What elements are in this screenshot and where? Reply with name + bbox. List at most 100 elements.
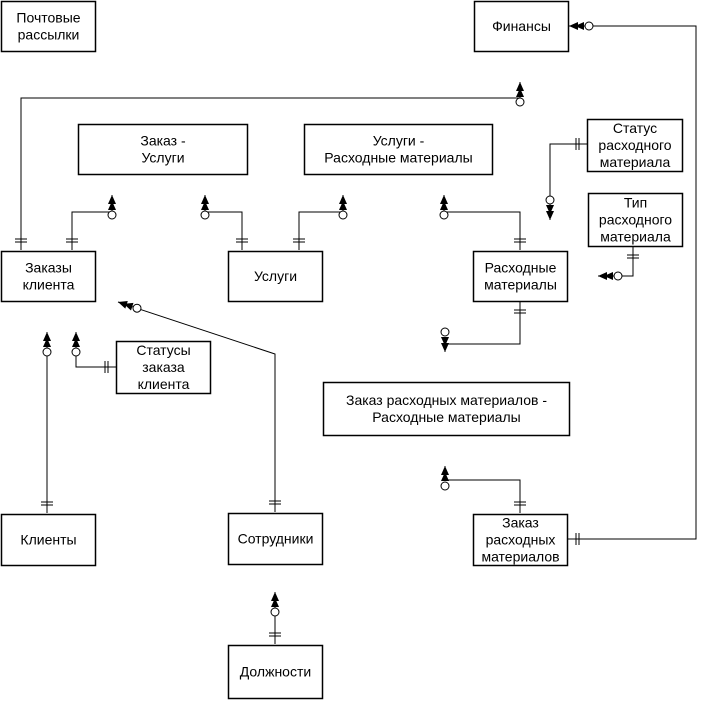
entity-positions: Должности: [227, 644, 324, 700]
cardinality-arrow: [441, 343, 449, 352]
entity-box: [586, 118, 684, 173]
entity-box: [472, 513, 569, 567]
relationship-material-order-items-materials: [440, 302, 526, 352]
entity-box: [0, 0, 97, 53]
cardinality-arrow: [201, 195, 209, 204]
cardinality-arrow: [569, 22, 578, 30]
entity-label: Заказ: [502, 515, 539, 531]
cardinality-arrow: [118, 300, 128, 309]
relationship-order-services-client-orders: [66, 195, 117, 250]
relationship-line: [568, 25, 697, 540]
relationship-line: [549, 143, 587, 220]
cardinality-arrow: [43, 332, 51, 341]
entity-label: Услуги: [141, 150, 184, 166]
entity-box: [473, 0, 570, 53]
entity-services-materials: Услуги -Расходные материалы: [303, 123, 494, 176]
entity-box: [77, 123, 249, 176]
cardinality-arrow: [339, 201, 347, 210]
entity-employees: Сотрудники: [227, 512, 324, 566]
entity-label: материала: [600, 229, 671, 245]
entity-label: клиента: [138, 376, 190, 392]
cardinality-ring: [132, 303, 142, 313]
entity-label: Расходные материалы: [372, 409, 520, 425]
entity-box: [587, 192, 684, 248]
cardinality-arrow: [123, 302, 134, 311]
entity-label: заказа: [142, 359, 185, 375]
relationship-line: [75, 332, 116, 368]
cardinality-arrow: [516, 82, 524, 91]
relationship-line: [444, 302, 521, 352]
entity-label: Финансы: [492, 18, 551, 34]
cardinality-ring: [71, 347, 81, 357]
entity-box: [303, 123, 494, 176]
cardinality-ring: [439, 210, 449, 220]
entity-label: материалы: [484, 277, 557, 293]
cardinality-ring: [515, 97, 525, 107]
relationship-materials-material-type: [598, 247, 639, 281]
cardinality-arrow: [598, 272, 607, 280]
entity-label: Статус: [613, 120, 657, 136]
relationship-services-materials-services: [293, 195, 348, 250]
cardinality-arrow: [440, 201, 448, 210]
entity-label: Клиенты: [20, 532, 76, 548]
entity-label: Почтовые: [16, 10, 80, 26]
relationship-material-order-items-material-orders: [440, 466, 526, 513]
relationship-lines: [15, 21, 697, 644]
entity-material-order-items: Заказ расходных материалов -Расходные ма…: [322, 381, 571, 437]
cardinality-arrow: [108, 201, 116, 210]
entity-label: Расходные материалы: [324, 150, 472, 166]
entity-label: расходных: [486, 532, 556, 548]
entity-label: Заказы: [25, 260, 72, 276]
cardinality-arrow: [440, 195, 448, 204]
entity-clients: Клиенты: [0, 513, 97, 567]
entity-label: материалов: [481, 549, 559, 565]
entity-label: Заказ расходных материалов -: [346, 392, 547, 408]
cardinality-arrow: [516, 88, 524, 97]
cardinality-ring: [440, 327, 450, 337]
entity-services: Услуги: [227, 250, 324, 303]
relationship-employees-positions: [269, 592, 281, 644]
entity-finance: Финансы: [473, 0, 570, 53]
entity-label: Заказ -: [140, 133, 186, 149]
cardinality-arrow: [72, 338, 80, 347]
entity-box: [115, 340, 212, 395]
entity-box: [0, 513, 97, 567]
relationship-line: [598, 247, 634, 277]
entity-box: [227, 644, 324, 700]
cardinality-ring: [42, 347, 52, 357]
cardinality-arrow: [201, 201, 209, 210]
cardinality-arrow: [108, 195, 116, 204]
entity-label: клиента: [23, 277, 75, 293]
cardinality-arrow: [441, 466, 449, 475]
cardinality-ring: [270, 607, 280, 617]
relationship-materials-material-status: [545, 138, 587, 220]
entity-label: расходного: [599, 212, 672, 228]
relationship-line: [298, 195, 344, 250]
relationship-line: [117, 301, 276, 512]
entity-label: рассылки: [18, 27, 80, 43]
cardinality-arrow: [575, 22, 584, 30]
entity-label: Услуги: [254, 268, 297, 284]
cardinality-ring: [545, 195, 555, 205]
cardinality-arrow: [271, 592, 279, 601]
relationship-line: [443, 195, 521, 250]
entity-label: материала: [600, 154, 671, 170]
relationship-finance-client-orders: [15, 82, 525, 250]
cardinality-ring: [107, 210, 117, 220]
cardinality-arrow: [604, 272, 613, 280]
entity-label: Должности: [240, 664, 311, 680]
relationship-client-orders-clients: [41, 332, 53, 513]
cardinality-arrow: [441, 472, 449, 481]
relationship-line: [444, 466, 521, 513]
cardinality-ring: [613, 271, 623, 281]
cardinality-ring: [584, 21, 594, 31]
